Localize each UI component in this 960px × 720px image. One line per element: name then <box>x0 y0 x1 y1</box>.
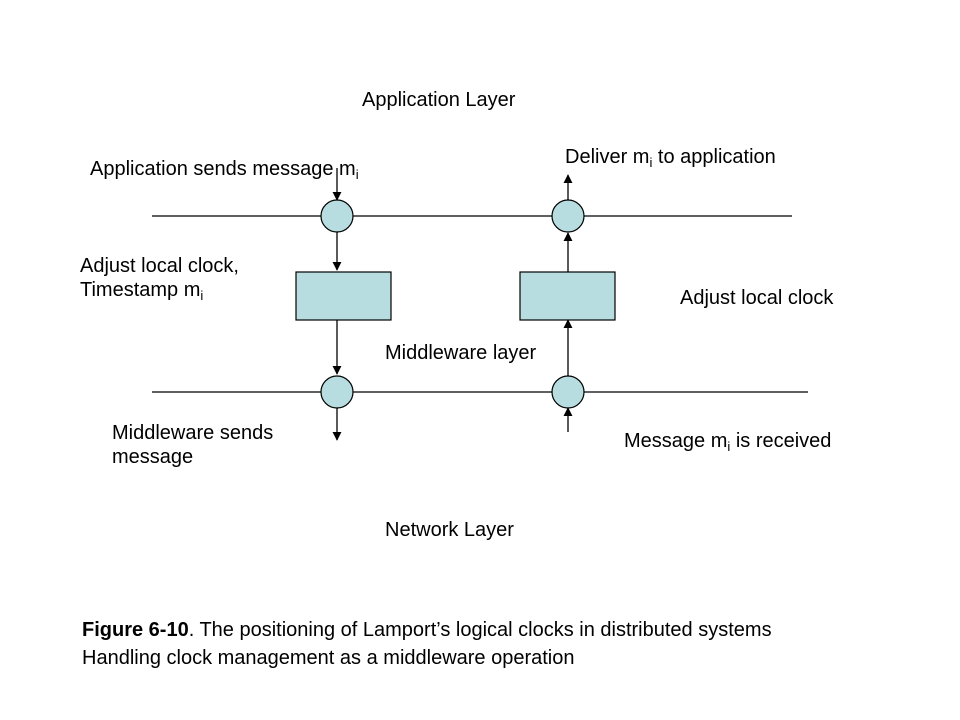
app-deliver-node <box>551 199 585 233</box>
middleware-send-box <box>295 271 392 321</box>
caption-line1-text: . The positioning of Lamport’s logical c… <box>188 619 772 641</box>
middleware-sends-line1: Middleware sends <box>112 422 274 444</box>
middleware-sends-label: Middleware sends message <box>112 421 273 469</box>
caption-figure-number: Figure 6-10 <box>82 619 189 641</box>
middleware-receive-box <box>519 271 616 321</box>
adjust-timestamp-sub: i <box>200 288 204 303</box>
network-layer-label: Network Layer <box>385 519 514 541</box>
caption-line1: Figure 6-10. The positioning of Lamport’… <box>82 616 772 644</box>
adjust-timestamp-line2-text: Timestamp m <box>80 279 201 301</box>
adjust-local-clock-label: Adjust local clock <box>680 287 834 309</box>
figure-caption: Figure 6-10. The positioning of Lamport’… <box>82 616 772 672</box>
received-sub: i <box>727 439 731 454</box>
deliver-sub: i <box>649 155 653 170</box>
adjust-timestamp-line1: Adjust local clock, <box>80 255 239 277</box>
network-send-node <box>320 375 354 409</box>
deliver-label: Deliver mi to application <box>565 145 776 169</box>
adjust-timestamp-line2: Timestamp mi <box>80 278 239 302</box>
app-sends-sub: i <box>355 167 359 182</box>
caption-line2: Handling clock management as a middlewar… <box>82 647 575 669</box>
application-layer-label: Application Layer <box>362 89 516 111</box>
received-text-after: is received <box>730 430 832 452</box>
received-text-before: Message m <box>624 430 728 452</box>
app-sends-label: Application sends message mi <box>90 157 359 181</box>
app-send-node <box>320 199 354 233</box>
middleware-sends-line2: message <box>112 446 194 468</box>
adjust-timestamp-label: Adjust local clock, Timestamp mi <box>80 254 239 302</box>
message-received-label: Message mi is received <box>624 429 831 453</box>
deliver-text-after: to application <box>652 146 776 168</box>
app-sends-text: Application sends message m <box>90 158 356 180</box>
network-receive-node <box>551 375 585 409</box>
deliver-text-before: Deliver m <box>565 146 650 168</box>
middleware-layer-label: Middleware layer <box>385 342 537 364</box>
